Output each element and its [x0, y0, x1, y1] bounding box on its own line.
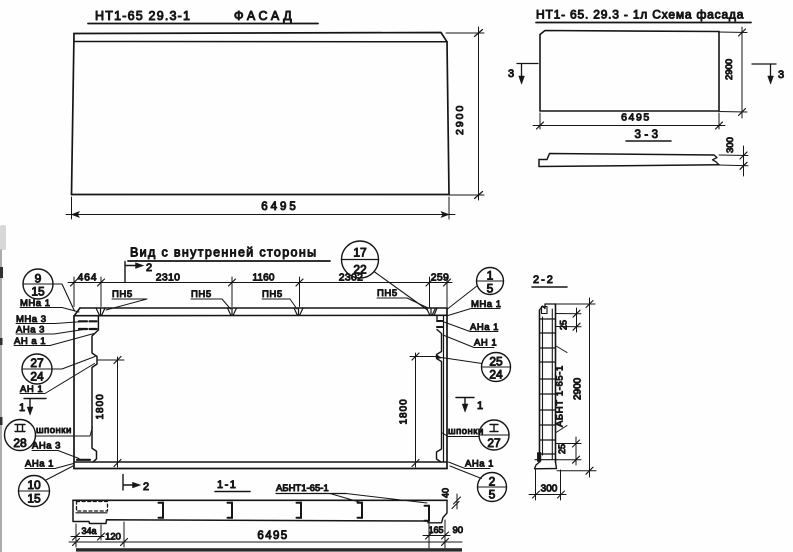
svg-text:1-1: 1-1 — [217, 479, 237, 491]
svg-text:6495: 6495 — [257, 530, 288, 542]
svg-text:ПН5: ПН5 — [191, 289, 212, 300]
svg-text:АБНТ1-65-1: АБНТ1-65-1 — [276, 483, 329, 494]
svg-text:300: 300 — [725, 137, 736, 153]
svg-text:3-3: 3-3 — [634, 129, 661, 141]
svg-text:1: 1 — [19, 402, 25, 414]
svg-text:24: 24 — [30, 370, 44, 384]
svg-text:АН 1: АН 1 — [474, 338, 497, 349]
svg-text:90: 90 — [453, 525, 464, 536]
svg-text:5: 5 — [487, 282, 494, 296]
svg-text:10: 10 — [27, 478, 41, 492]
svg-text:24: 24 — [489, 368, 503, 382]
svg-text:2-2: 2-2 — [533, 274, 555, 286]
svg-text:1: 1 — [487, 269, 494, 283]
svg-text:9: 9 — [35, 272, 42, 286]
svg-text:15: 15 — [31, 285, 45, 299]
svg-text:2310: 2310 — [156, 272, 181, 284]
svg-text:2900: 2900 — [724, 59, 735, 80]
svg-text:АН а 1: АН а 1 — [14, 336, 46, 347]
svg-text:300: 300 — [541, 484, 558, 495]
svg-text:АНа 1: АНа 1 — [470, 322, 499, 333]
svg-text:АН 1: АН 1 — [20, 384, 43, 395]
svg-text:шпонки: шпонки — [36, 425, 72, 436]
svg-text:2302: 2302 — [339, 272, 364, 284]
svg-text:1160: 1160 — [252, 273, 275, 284]
svg-text:2900: 2900 — [454, 104, 466, 135]
svg-text:АНа 3: АНа 3 — [32, 441, 61, 452]
svg-text:МНа 1: МНа 1 — [20, 298, 50, 309]
svg-text:2900: 2900 — [573, 377, 584, 400]
svg-text:27: 27 — [30, 356, 44, 370]
svg-text:шпонки: шпонки — [448, 426, 484, 437]
svg-text:1800: 1800 — [399, 398, 410, 424]
svg-text:6495: 6495 — [621, 112, 651, 124]
svg-text:3: 3 — [778, 69, 784, 81]
svg-text:ПН5: ПН5 — [112, 289, 133, 300]
svg-text:15: 15 — [27, 492, 41, 506]
svg-text:1800: 1800 — [95, 393, 106, 419]
svg-text:ПН5: ПН5 — [262, 289, 283, 300]
svg-text:1: 1 — [477, 400, 483, 412]
svg-text:165: 165 — [428, 525, 443, 535]
svg-text:17: 17 — [353, 246, 367, 260]
svg-text:МНа 3: МНа 3 — [16, 314, 46, 325]
svg-text:2: 2 — [143, 481, 149, 493]
svg-text:25: 25 — [489, 355, 503, 369]
svg-text:ФАСАД: ФАСАД — [234, 9, 295, 23]
svg-text:НТ1- 65. 29.3 - 1л Схема фасад: НТ1- 65. 29.3 - 1л Схема фасада — [536, 8, 744, 22]
svg-text:40: 40 — [441, 488, 451, 498]
svg-text:464: 464 — [78, 272, 98, 284]
svg-text:НТ1-65 29.3-1: НТ1-65 29.3-1 — [95, 9, 191, 23]
svg-text:25: 25 — [559, 320, 569, 330]
svg-text:34а: 34а — [81, 526, 96, 536]
svg-text:АНа 1: АНа 1 — [465, 459, 494, 470]
svg-text:АНа 3: АНа 3 — [16, 325, 45, 336]
svg-text:3: 3 — [508, 68, 514, 80]
svg-text:259: 259 — [431, 272, 449, 284]
svg-text:ПН5: ПН5 — [377, 288, 398, 299]
svg-text:2: 2 — [489, 475, 496, 489]
svg-text:22: 22 — [353, 263, 367, 277]
svg-text:6495: 6495 — [261, 201, 299, 213]
svg-text:27: 27 — [487, 436, 501, 450]
svg-text:Вид с внутренней стороны: Вид с внутренней стороны — [130, 246, 317, 260]
svg-text:25: 25 — [557, 444, 567, 454]
svg-text:28: 28 — [13, 436, 27, 450]
svg-text:АБНТ 1-65-1: АБНТ 1-65-1 — [555, 365, 566, 427]
svg-text:МНа 1: МНа 1 — [471, 299, 501, 310]
svg-text:АНа 1: АНа 1 — [25, 459, 54, 470]
svg-text:5: 5 — [489, 488, 496, 502]
svg-text:120: 120 — [105, 532, 121, 543]
svg-text:2: 2 — [146, 262, 152, 274]
